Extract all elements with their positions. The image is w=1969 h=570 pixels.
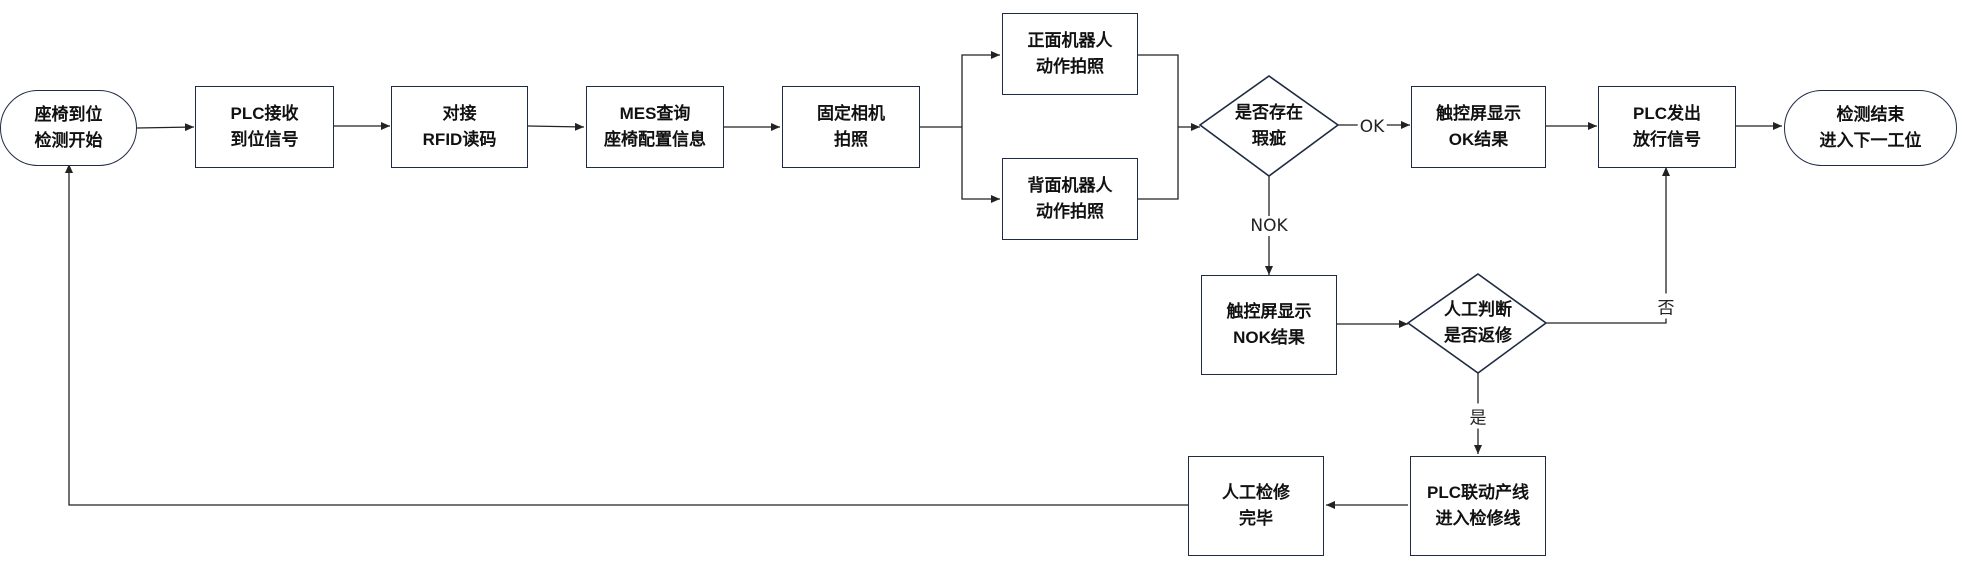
edge-rfid-to-mes — [527, 122, 585, 131]
edge-split-to-back — [961, 127, 1000, 203]
edge-label-yes: 是 — [1467, 403, 1489, 429]
edge-manual-to-start — [65, 164, 1188, 506]
edge-label-ok: OK — [1357, 117, 1387, 137]
edge-label-no: 否 — [1655, 293, 1677, 319]
defect-check-diamond — [1198, 75, 1340, 177]
plc-release-node: PLC发出 放行信号 — [1598, 86, 1736, 168]
edge-back-to-merge — [1138, 127, 1179, 200]
defect-check-label: 是否存在 瑕疵 — [1235, 103, 1303, 148]
mes-query-node: MES查询 座椅配置信息 — [586, 86, 724, 168]
ok-display-node: 触控屏显示 OK结果 — [1411, 86, 1546, 168]
plc-receive-node: PLC接收 到位信号 — [195, 86, 334, 168]
edge-label-nok: NOK — [1248, 216, 1290, 236]
end-node: 检测结束 进入下一工位 — [1784, 90, 1957, 166]
edge-start-to-plc — [136, 123, 195, 132]
front-robot-node: 正面机器人 动作拍照 — [1002, 13, 1138, 95]
back-robot-node: 背面机器人 动作拍照 — [1002, 158, 1138, 240]
rfid-node: 对接 RFID读码 — [391, 86, 528, 168]
fixed-camera-node: 固定相机 拍照 — [782, 86, 920, 168]
edge-split-to-front — [961, 51, 1000, 127]
nok-display-node: 触控屏显示 NOK结果 — [1201, 275, 1337, 375]
edge-front-to-merge — [1138, 54, 1179, 127]
manual-repair-node: 人工检修 完毕 — [1188, 456, 1324, 556]
manual-judge-label: 人工判断 是否返修 — [1444, 300, 1512, 345]
edge-judge-to-plc-release — [1546, 167, 1670, 324]
manual-judge-diamond — [1406, 273, 1548, 374]
plc-repair-line-node: PLC联动产线 进入检修线 — [1410, 456, 1546, 556]
start-node: 座椅到位 检测开始 — [0, 90, 137, 166]
